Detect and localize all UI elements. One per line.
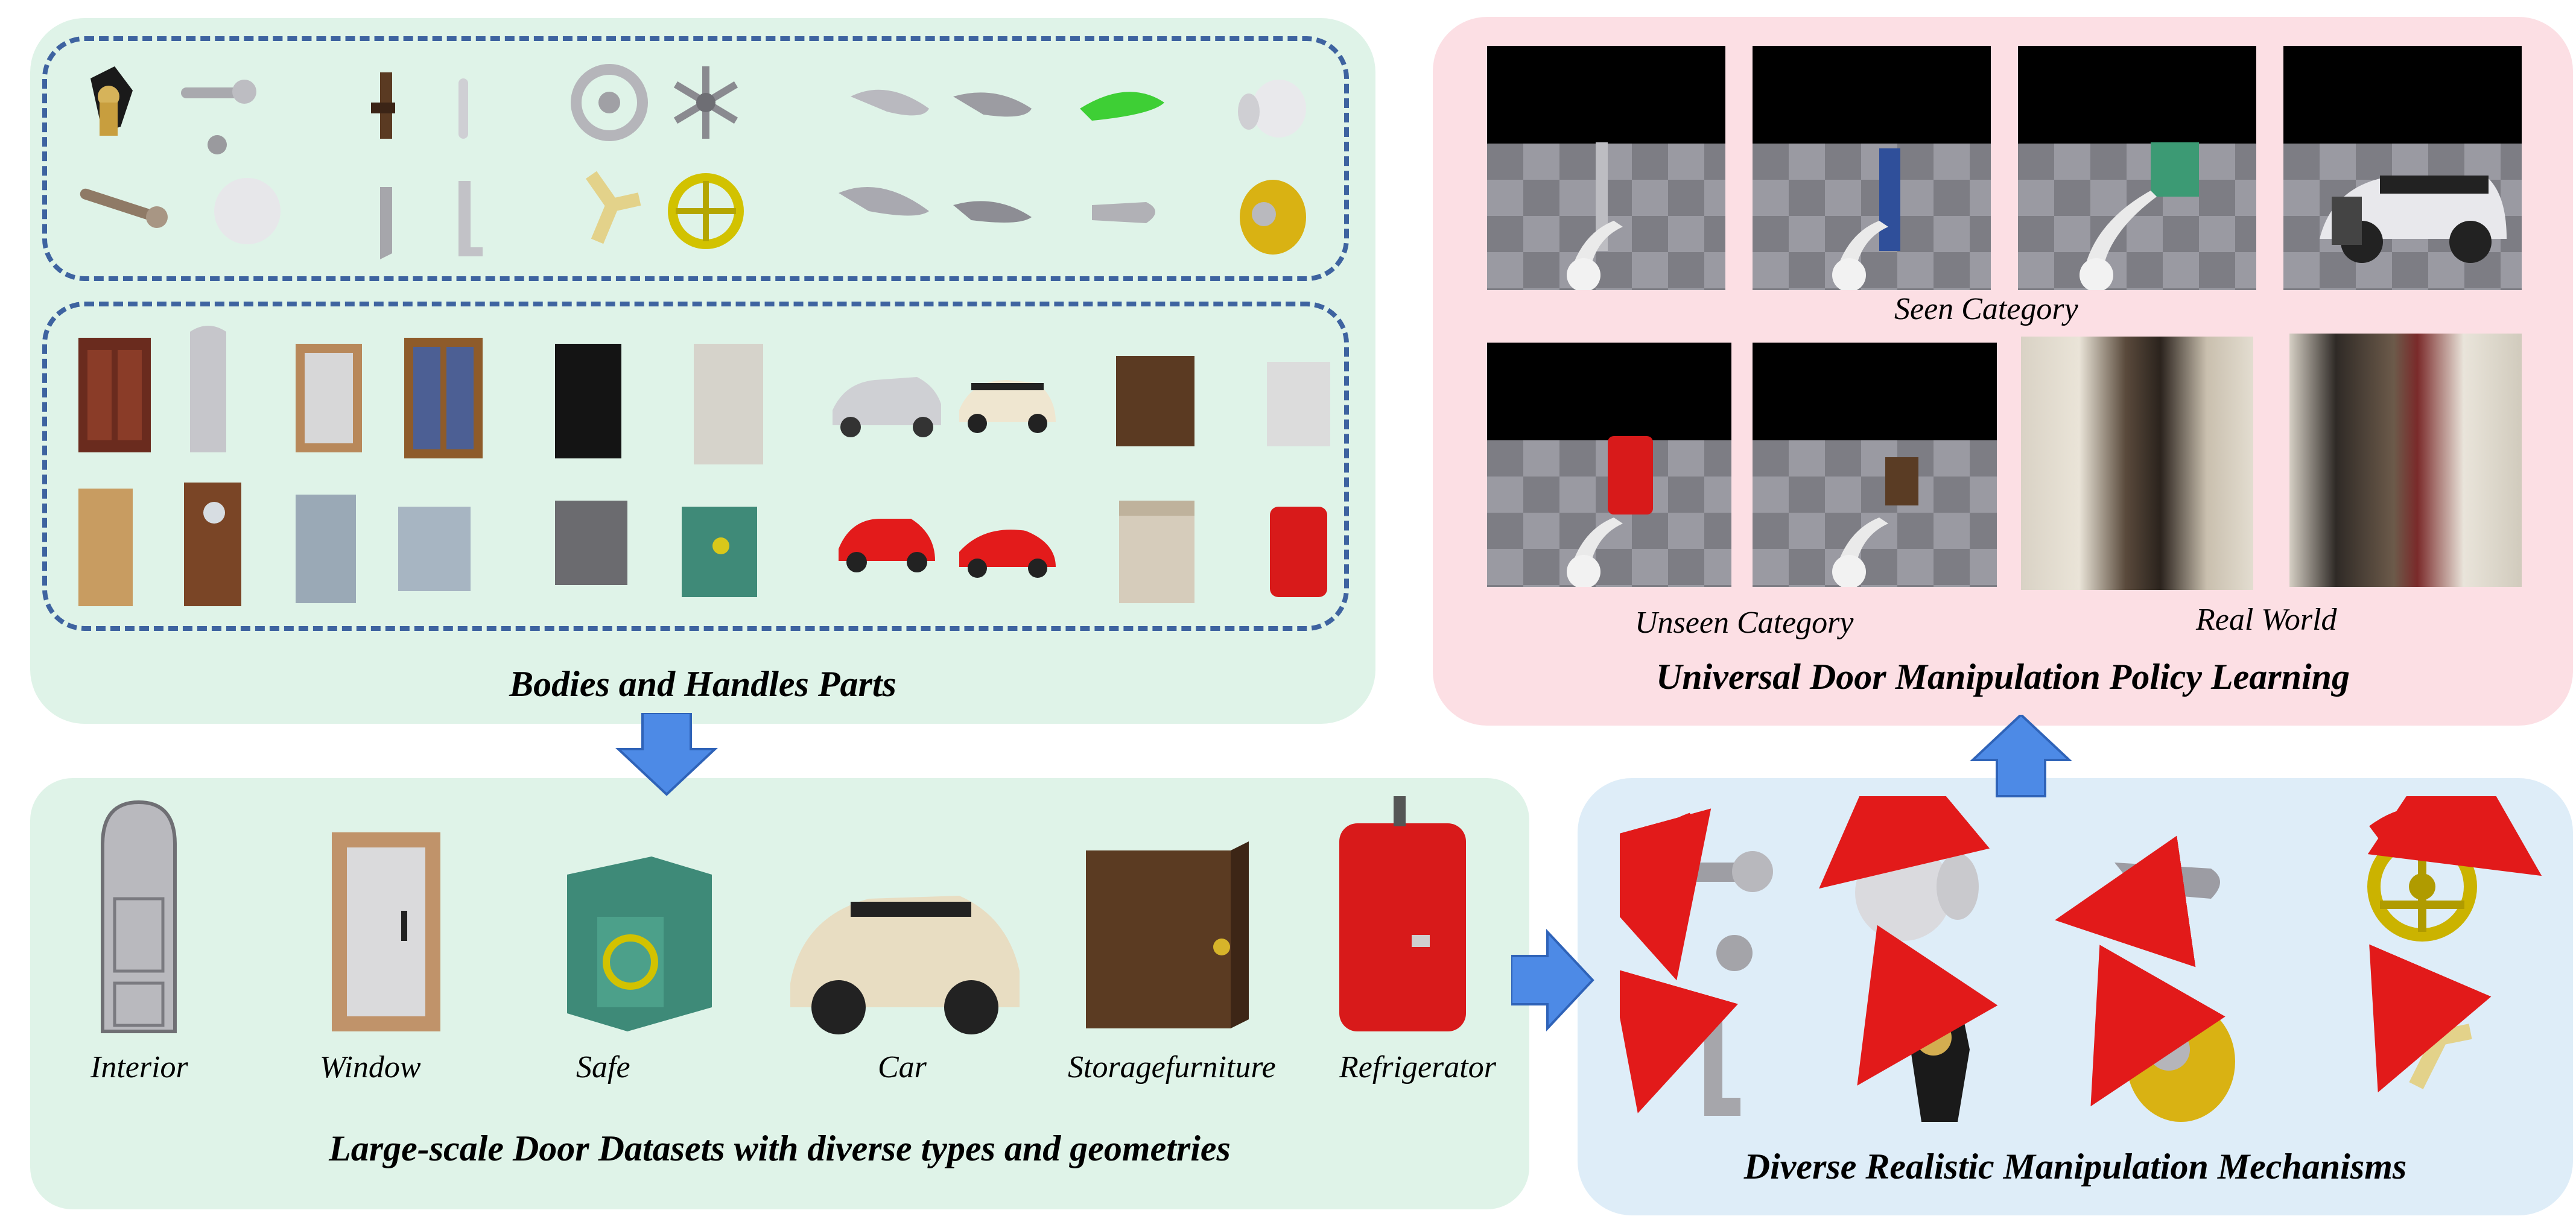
escutcheon-rotation-icon [1857, 925, 1998, 1122]
seen-sim-tile-3 [2018, 46, 2256, 290]
car-handle-rotation-icon [2055, 835, 2220, 967]
bodies-handles-title: Bodies and Handles Parts [509, 664, 896, 704]
category-label-car: Car [878, 1050, 927, 1084]
unseen-sim-tile-2 [1753, 343, 1997, 587]
mechanisms-panel: Diverse Realistic Manipulation Mechanism… [1578, 778, 2573, 1215]
interior-door-icon [101, 800, 177, 1033]
bodies-handles-panel: Bodies and Handles Parts [30, 18, 1375, 724]
policy-learning-panel: Seen Category Unseen Category Real World… [1433, 17, 2573, 726]
category-label-storagefurniture: Storagefurniture [1068, 1050, 1276, 1084]
bodies-group-border [42, 302, 1349, 631]
car-handle-2-icon [839, 180, 1306, 255]
lever-handle-icon [181, 80, 256, 154]
lever-handle-2-icon [80, 178, 281, 244]
seen-sim-tile-4 [2283, 46, 2522, 290]
door-datasets-panel: Interior Window Safe Car Storagefurnitur… [30, 778, 1529, 1209]
star-knob-rotation-icon [2369, 944, 2492, 1093]
category-label-interior: Interior [90, 1050, 188, 1084]
car-icon [790, 896, 1020, 1034]
handle-parts-illustration [80, 64, 1306, 259]
round-knob-rotation-icon [2090, 945, 2235, 1122]
spoke-wheel-icon [571, 64, 738, 141]
seen-sim-tile-2 [1753, 46, 1991, 290]
mechanisms-illustration [1620, 796, 2542, 1122]
refrigerator-icon [1339, 796, 1466, 1031]
knob-rotation-icon [1819, 796, 1990, 941]
safe-icon [567, 856, 712, 1031]
body-parts-illustration [78, 326, 1330, 606]
window-icon [332, 832, 440, 1031]
car-handle-icon [851, 80, 1306, 138]
star-knob-icon [585, 171, 744, 249]
mechanisms-title: Diverse Realistic Manipulation Mechanism… [1743, 1147, 2407, 1186]
refrigerator-body-icon [1267, 362, 1330, 597]
real-world-photo-2 [2289, 334, 2522, 587]
wheel-rotation-icon [2367, 796, 2542, 942]
category-label-refrigerator: Refrigerator [1339, 1050, 1496, 1084]
dataset-objects-illustration [101, 796, 1466, 1034]
unseen-category-caption: Unseen Category [1635, 606, 1854, 640]
hook-handle-2-icon [380, 181, 483, 259]
down-arrow-icon [615, 713, 718, 796]
handles-group-border [42, 36, 1349, 281]
door-body-icon [78, 326, 241, 606]
safe-body-icon [555, 344, 763, 597]
unseen-sim-tile-1 [1487, 343, 1731, 587]
seen-sim-tile-1 [1487, 46, 1725, 290]
hook-rotation-icon [1620, 967, 1740, 1116]
up-arrow-icon [1970, 715, 2072, 797]
hook-handle-icon [371, 72, 468, 139]
car-body-icon [833, 377, 1056, 578]
category-label-safe: Safe [576, 1050, 630, 1084]
door-datasets-title: Large-scale Door Datasets with diverse t… [329, 1129, 1231, 1168]
real-world-photo-1 [2021, 337, 2253, 590]
storage-furniture-icon [1086, 841, 1249, 1028]
window-body-icon [296, 338, 483, 603]
lever-rotation-icon [1620, 808, 1773, 981]
escutcheon-lever-icon [90, 66, 133, 136]
seen-category-caption: Seen Category [1894, 292, 2078, 326]
right-arrow-icon [1511, 929, 1594, 1031]
real-world-caption: Real World [2196, 603, 2337, 637]
policy-learning-title: Universal Door Manipulation Policy Learn… [1655, 657, 2350, 697]
category-label-window: Window [320, 1050, 421, 1084]
cabinet-body-icon [1116, 356, 1194, 603]
